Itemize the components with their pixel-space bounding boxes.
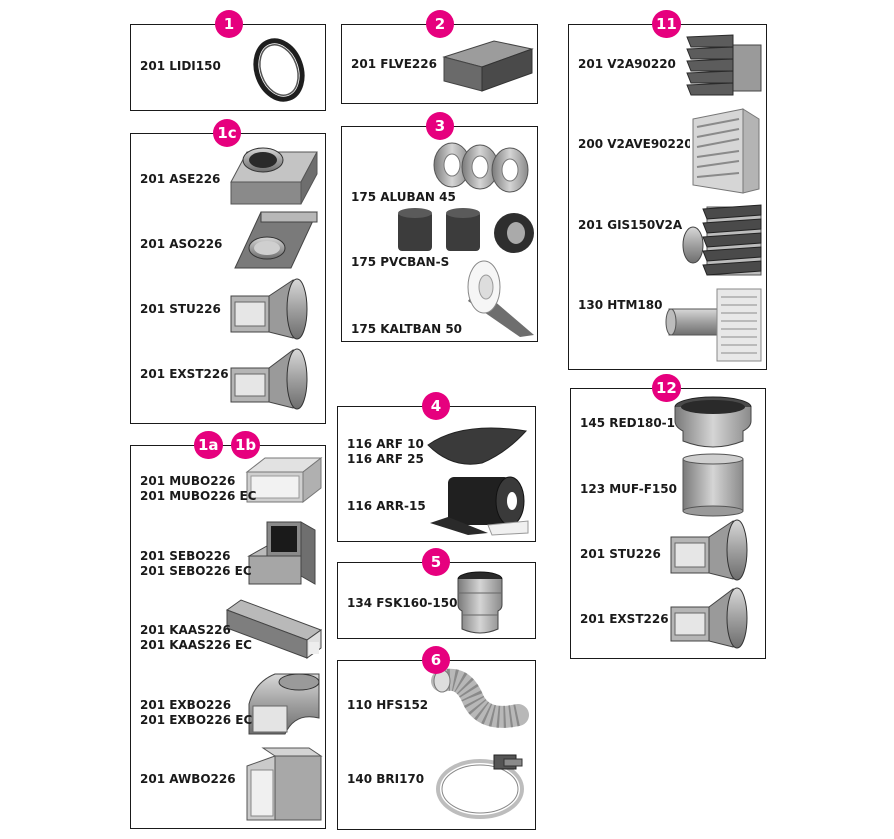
backdraft-valve-icon [457,571,503,634]
sleeve-coupler-icon [682,453,744,517]
transition-piece-icon [670,587,748,649]
group-box-1c: 201 ASE226 201 ASO226 201 STU226 201 EXS… [130,133,326,424]
part-code: 123 MUF-F150 [580,482,677,496]
group-box-1: 201 LIDI150 [130,24,326,111]
duct-bend-icon [248,673,320,735]
wall-sleeve-icon [665,288,762,362]
group-box-12: 145 RED180-1 123 MUF-F150 201 STU226 201… [570,388,766,659]
part-code: 201 KAAS226 EC [140,638,252,652]
part-code: 201 MUBO226 [140,474,236,488]
part-code: 201 SEBO226 [140,549,231,563]
insulation-mat-icon [427,427,527,465]
part-code: 134 FSK160-150 [347,596,458,610]
group-badge: 1a [194,431,223,459]
group-badge: 1 [215,10,243,38]
part-code: 116 ARF 25 [347,452,424,466]
group-badge: 3 [426,112,454,140]
part-code: 175 PVCBAN-S [351,255,450,269]
duct-bend-icon [246,747,323,821]
part-code: 201 ASO226 [140,237,223,251]
transition-piece-icon [230,348,308,410]
angle-adapter-icon [230,147,318,205]
part-code: 116 ARF 10 [347,437,424,451]
gasket-ring-icon [253,38,305,102]
part-code: 201 EXBO226 EC [140,713,253,727]
group-badge: 1b [231,431,261,459]
louvre-grille-icon [686,34,762,96]
duct-connector-icon [245,456,323,504]
insulation-roll-icon [430,476,529,536]
part-code: 201 MUBO226 EC [140,489,257,503]
part-code: 201 SEBO226 EC [140,564,252,578]
cold-tape-icon [467,260,534,337]
part-code: 201 GIS150V2A [578,218,683,232]
group-badge: 5 [422,548,450,576]
part-code: 175 KALTBAN 50 [351,322,463,336]
flat-duct-icon [225,599,323,659]
part-code: 201 ASE226 [140,172,221,186]
group-box-1a-1b: 201 MUBO226 201 MUBO226 EC 201 SEBO226 2… [130,445,326,829]
hose-clamp-icon [436,754,524,819]
part-code: 110 HFS152 [347,698,429,712]
part-code: 201 EXBO226 [140,698,232,712]
group-badge: 2 [426,10,454,38]
part-code: 116 ARR-15 [347,499,426,513]
part-code: 201 EXST226 [140,367,229,381]
reducer-icon [674,396,752,448]
pvc-tape-icon [398,208,534,253]
group-box-11: 201 V2A90220 200 V2AVE90220 201 GIS150V2… [568,24,767,370]
part-code: 130 HTM180 [578,298,663,312]
foam-block-icon [442,40,534,92]
louvre-grille-icon [682,204,762,276]
aluminium-tape-icon [433,142,529,193]
part-code: 175 ALUBAN 45 [351,190,456,204]
transition-piece-icon [230,278,308,340]
part-code: 201 FLVE226 [351,57,437,71]
part-code: 201 LIDI150 [140,59,221,73]
duct-elbow-icon [247,521,316,585]
group-box-6: 110 HFS152 140 BRI170 [337,660,536,830]
group-badge: 11 [652,10,681,38]
angle-adapter-icon [234,211,318,269]
part-code: 201 EXST226 [580,612,669,626]
part-code: 201 KAAS226 [140,623,231,637]
group-badge: 1c [213,119,241,147]
part-code: 140 BRI170 [347,772,425,786]
flexible-hose-icon [431,668,529,728]
part-code: 201 STU226 [140,302,221,316]
group-box-3: 175 ALUBAN 45 175 PVCBAN-S 175 KALTBAN 5… [341,126,538,342]
part-code: 200 V2AVE90220 [578,137,690,151]
louvre-grille-icon [692,108,760,194]
part-code: 201 AWBO226 [140,772,236,786]
group-badge: 4 [422,392,450,420]
group-badge: 12 [652,374,681,402]
part-code: 201 V2A90220 [578,57,676,71]
part-code: 201 STU226 [580,547,661,561]
group-badge: 6 [422,646,450,674]
group-box-4: 116 ARF 10 116 ARF 25 116 ARR-15 [337,406,536,542]
transition-piece-icon [670,519,748,581]
part-code: 145 RED180-1 [580,416,676,430]
